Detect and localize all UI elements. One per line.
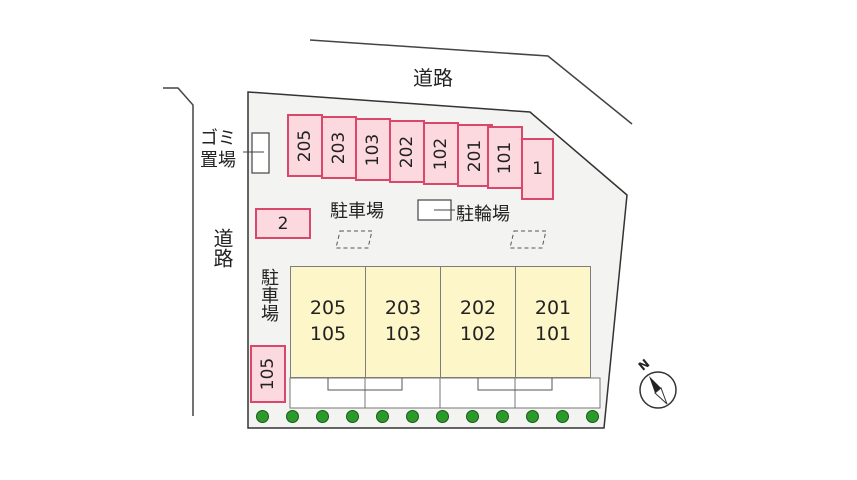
tree-icon	[376, 410, 389, 423]
parking-stall: 205	[287, 114, 323, 177]
parking-stall-number: 105	[258, 357, 279, 391]
unit-upper-number: 201	[534, 297, 572, 320]
parking-stall: 2	[255, 208, 311, 239]
parking-stall: 103	[355, 118, 391, 181]
dashed-spot	[509, 230, 547, 249]
parking-stall-number: 102	[431, 137, 452, 170]
step	[477, 378, 553, 391]
garbage-area-box	[251, 132, 270, 174]
unit-lower-number: 103	[384, 323, 422, 345]
bicycle-parking-label: 駐輪場	[456, 204, 510, 225]
unit-upper-number: 202	[459, 297, 497, 320]
tree-icon	[526, 410, 539, 423]
tree-icon	[436, 410, 449, 423]
tree-icon	[496, 410, 509, 423]
parking-stall: 101	[487, 126, 523, 189]
north-arrow-icon	[649, 376, 661, 393]
unit-lower-number: 102	[459, 323, 497, 345]
parking-stall-number: 101	[495, 141, 516, 174]
parking-stall-number: 203	[329, 131, 350, 164]
tree-icon	[466, 410, 479, 423]
balcony-strip	[289, 377, 601, 409]
tree-icon	[556, 410, 569, 423]
tree-icon	[586, 410, 599, 423]
unit-upper-number: 205	[309, 297, 347, 320]
garbage-area-label: ゴミ 置場	[200, 128, 236, 171]
road-label-top: 道路	[413, 66, 453, 90]
parking-stall-number: 1	[532, 159, 543, 179]
parking-stall: 202	[389, 120, 425, 183]
compass	[639, 371, 677, 409]
road-edge-top	[309, 39, 633, 125]
parking-stall: 1	[521, 138, 554, 200]
parking-stall: 203	[321, 116, 357, 179]
parking-stall: 105	[250, 345, 286, 403]
tree-icon	[286, 410, 299, 423]
parking-stall-number: 202	[397, 135, 418, 168]
dashed-spot	[335, 230, 373, 249]
parking-stall-number: 201	[465, 139, 486, 172]
road-label-left: 道路	[210, 228, 234, 268]
tree-icon	[346, 410, 359, 423]
tree-icon	[256, 410, 269, 423]
tree-icon	[406, 410, 419, 423]
unit-lower-number: 101	[534, 323, 572, 345]
unit-upper-number: 203	[384, 297, 422, 320]
parking-stall-number: 205	[295, 129, 316, 162]
step	[327, 378, 403, 391]
parking-label-left: 駐車場	[258, 268, 279, 322]
road-edge-left	[163, 87, 194, 416]
tree-icon	[316, 410, 329, 423]
parking-label-top: 駐車場	[330, 201, 384, 222]
parking-stall: 102	[423, 122, 459, 185]
unit-lower-number: 105	[309, 323, 347, 345]
parking-stall-number: 2	[277, 213, 289, 234]
parking-stall-number: 103	[363, 133, 384, 166]
